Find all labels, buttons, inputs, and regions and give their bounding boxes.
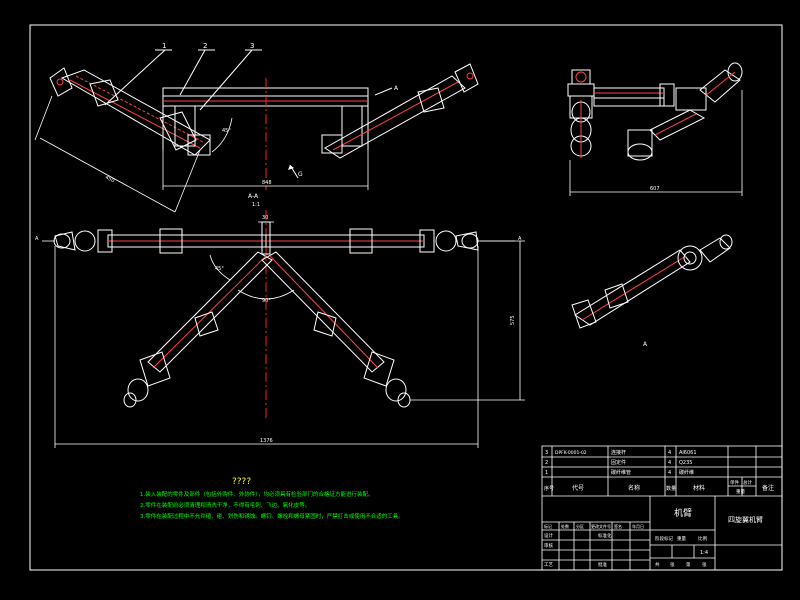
sheet-total-2: 张 (670, 561, 675, 568)
view-a-label: A (643, 341, 648, 348)
balloon-1: 1 (162, 42, 166, 50)
dim-top-width: 848 (262, 180, 272, 186)
part-balloons: 1 2 3 (104, 42, 262, 111)
scale-label: 比例 (698, 535, 707, 542)
note-3: 3.零件在装配过程中不允许磕、碰、划伤和锈蚀。螺钉、螺栓和螺母紧固时，严禁打击或… (140, 512, 404, 520)
dim-height: 575 (510, 315, 516, 325)
header-remark: 备注 (762, 484, 774, 492)
header-material: 材料 (693, 484, 705, 492)
sheet-no-2: 张 (702, 561, 707, 568)
rev-sign: 签名 (614, 523, 622, 529)
header-qty: 数量 (666, 485, 676, 492)
note-2: 2.零件在装配前必须清理和清洗干净，不得有毛刺、飞边、氧化皮等。 (140, 501, 310, 509)
section-left-arm (49, 67, 211, 156)
part-3-qty: 4 (668, 450, 671, 456)
view-b-mark: G (298, 171, 303, 178)
detail-view-a: A (571, 234, 733, 348)
balloon-2: 2 (203, 42, 207, 50)
role-approve: 批准 (598, 561, 607, 568)
part-1-material: 碳纤维 (679, 469, 694, 476)
role-standard: 标准化 (598, 532, 612, 539)
header-total: 总计 (743, 479, 752, 486)
plan-dimensions: 30 45° 90° 575 1376 (54, 215, 525, 448)
svg-text:A: A (518, 236, 522, 242)
plan-lower-left-arm (123, 251, 273, 408)
part-name: 机臂 (674, 507, 692, 519)
plan-left-arm: A (35, 228, 267, 254)
header-weight: 重量 (736, 488, 745, 495)
balloon-3: 3 (250, 42, 254, 50)
plan-view: A A (35, 210, 525, 448)
rev-doc: 更改文件号 (591, 523, 611, 529)
sheet-border (29, 24, 783, 571)
dim-angle-mid: 90° (262, 298, 271, 304)
part-3-no: 3 (545, 450, 548, 456)
part-1-no: 1 (545, 470, 548, 476)
part-3-code: DPFK-0001-02 (555, 450, 587, 456)
side-view: 607 (567, 62, 743, 196)
part-1-name: 碳纤维管 (611, 469, 631, 476)
section-right-arm (321, 63, 479, 159)
part-2-qty: 4 (668, 460, 671, 466)
drawing-name: 四旋翼机臂 (728, 515, 763, 524)
title-block-text: 3 DPFK-0001-02 连接杆 4 Al6061 2 固定件 4 Q235… (544, 449, 774, 568)
technical-notes: ???? 1.装入装配的零件及部件（包括外购件、外协件），均必须具有检验部门的合… (140, 477, 404, 520)
rev-date: 年月日 (632, 523, 644, 529)
part-3-name: 连接杆 (611, 449, 626, 456)
section-view-aa: 1 2 3 A G 848 450 45° A-A 1:1 (34, 42, 479, 213)
svg-text:A: A (35, 236, 39, 242)
dim-center: 30 (262, 215, 268, 221)
role-process: 工艺 (544, 562, 553, 568)
scale-value: 1:4 (700, 550, 708, 556)
part-3-material: Al6061 (679, 450, 697, 456)
part-2-no: 2 (545, 460, 548, 466)
sheet-total-1: 共 (655, 561, 660, 568)
plan-lower-right-arm (261, 251, 411, 408)
dim-diag: 450 (104, 174, 115, 184)
dim-angle-top: 45° (222, 128, 231, 134)
rev-zone: 分区 (576, 523, 584, 529)
part-2-name: 固定件 (611, 459, 626, 466)
role-design: 设计 (544, 532, 553, 539)
section-title: A-A (248, 193, 259, 200)
header-no: 序号 (544, 485, 554, 492)
header-name: 名称 (628, 484, 640, 492)
rev-mark: 标记 (544, 523, 552, 529)
header-code: 代号 (572, 484, 584, 492)
dim-bottom-width: 1376 (260, 438, 273, 444)
section-scale: 1:1 (252, 202, 260, 208)
role-review: 审核 (544, 542, 553, 549)
header-unit: 单件 (730, 479, 739, 486)
section-dimensions: 848 450 45° (34, 95, 369, 213)
title-block (541, 445, 783, 571)
notes-title: ???? (232, 477, 251, 487)
weight-label: 重量 (677, 535, 686, 542)
part-2-material: Q235 (679, 460, 692, 466)
dim-side-width: 607 (650, 186, 660, 192)
stage-label: 阶段标记 (655, 535, 673, 542)
rev-count: 处数 (561, 523, 569, 529)
dim-angle-left: 45° (215, 266, 224, 272)
view-a-mark: A (394, 85, 399, 92)
part-1-qty: 4 (668, 470, 671, 476)
sheet-no-1: 第 (686, 561, 691, 568)
note-1: 1.装入装配的零件及部件（包括外购件、外协件），均必须具有检验部门的合格证方能进… (140, 490, 374, 498)
